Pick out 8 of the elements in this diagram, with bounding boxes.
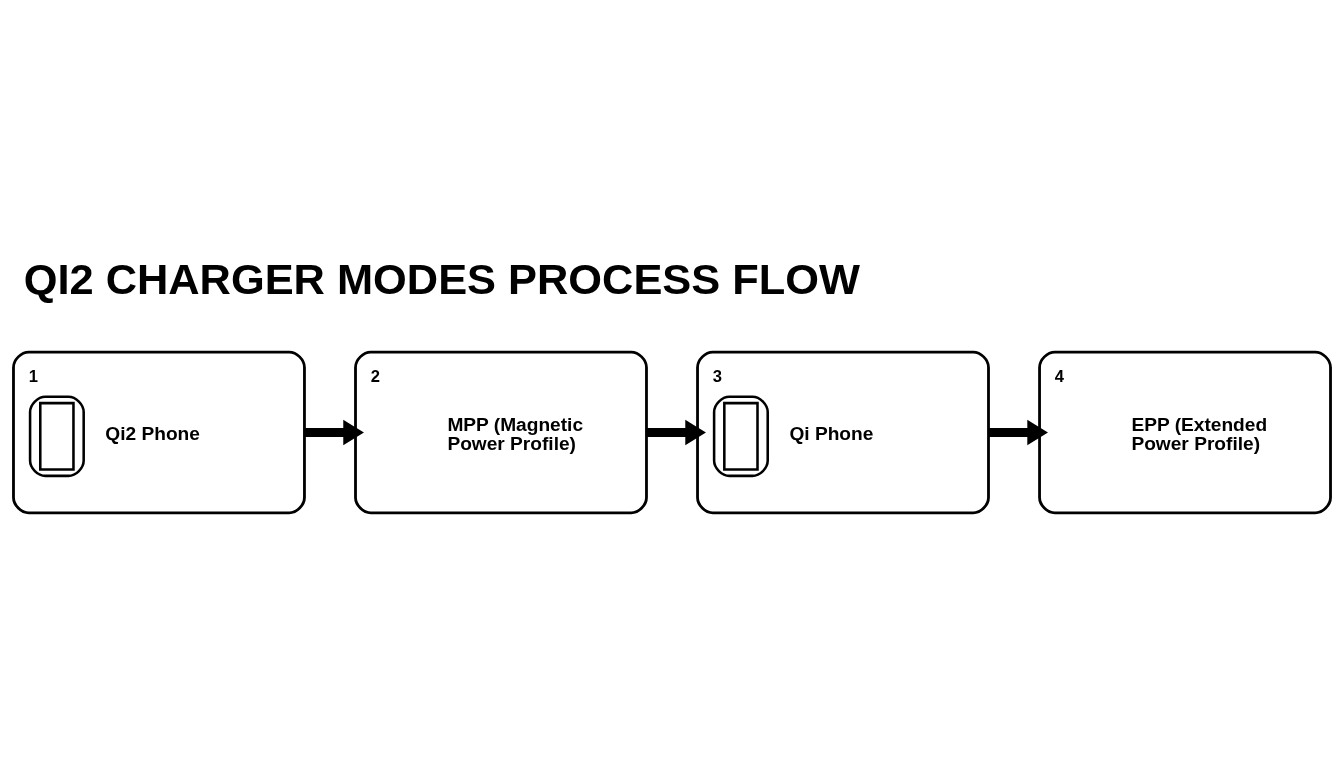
node-box: 1 Qi2 Phone <box>12 350 306 515</box>
arrow <box>988 419 1048 446</box>
node-box: 3 Qi Phone <box>696 350 990 515</box>
arrow <box>646 419 706 446</box>
node-box: 4 EPP (Extended Power Profile) <box>1038 350 1332 515</box>
node-box: 2 MPP (Magnetic Power Profile) <box>354 350 648 515</box>
arrow <box>304 419 364 446</box>
diagram-title: QI2 CHARGER MODES PROCESS FLOW <box>23 254 860 303</box>
